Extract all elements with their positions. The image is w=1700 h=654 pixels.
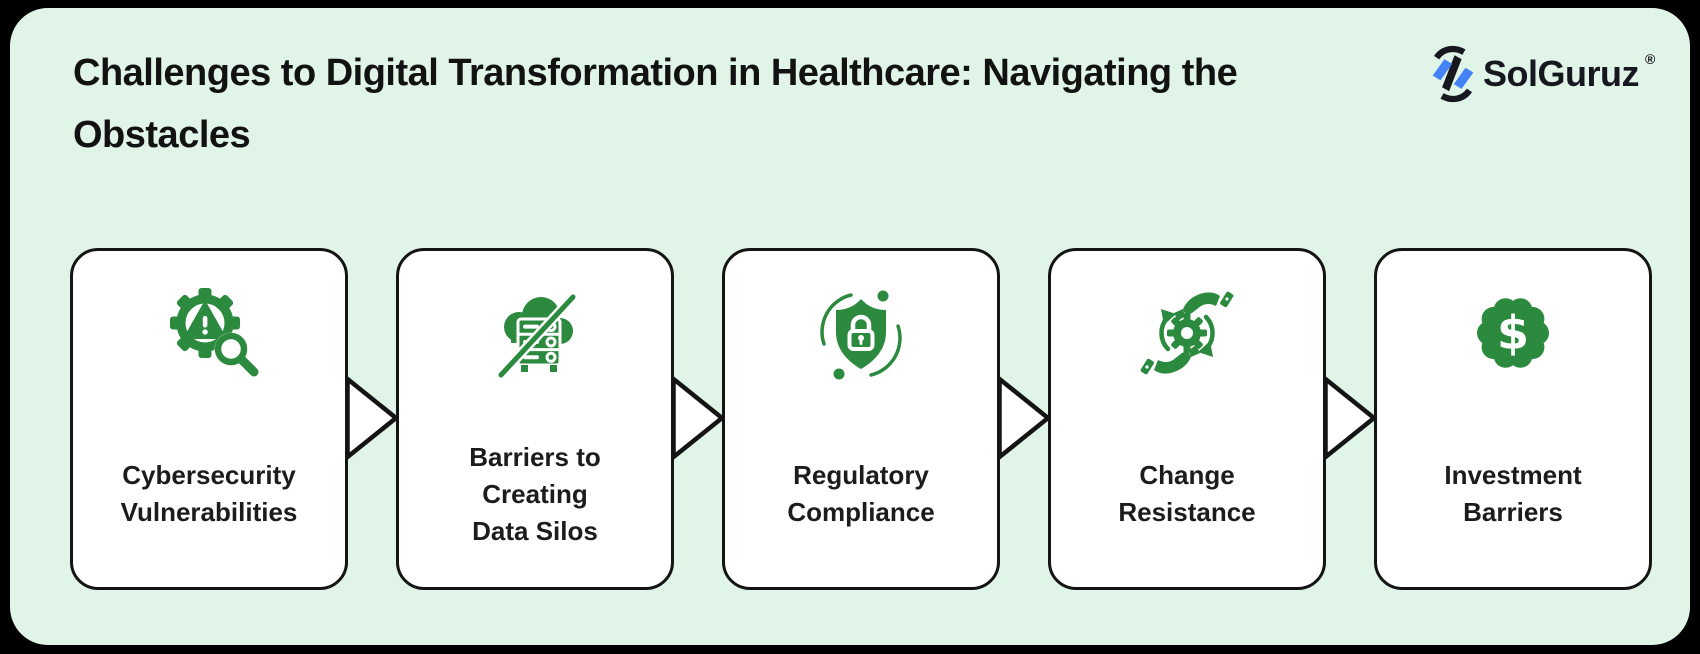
- card-barriers-to-creating-data-silos: Barriers to Creating Data Silos: [396, 248, 674, 590]
- card-label-line: Data Silos: [472, 515, 598, 546]
- card-regulatory-compliance: Regulatory Compliance: [722, 248, 1000, 590]
- card-label: Investment Barriers: [1385, 427, 1641, 561]
- card-icon-wrap: [73, 277, 345, 389]
- card-icon-wrap: [725, 277, 997, 389]
- card-cybersecurity-vulnerabilities: Cybersecurity Vulnerabilities: [70, 248, 348, 590]
- page-title: Challenges to Digital Transformation in …: [73, 42, 1373, 166]
- card-label-line: Resistance: [1118, 497, 1256, 527]
- solguruz-brand-text: SolGuruz: [1483, 53, 1640, 94]
- card-label-line: Creating: [482, 478, 588, 509]
- card-label: Change Resistance: [1059, 427, 1315, 561]
- gear-warning-magnifier-icon: [170, 288, 259, 377]
- card-label: Barriers to Creating Data Silos: [407, 427, 663, 561]
- card-label: Cybersecurity Vulnerabilities: [81, 427, 337, 561]
- card-label: Regulatory Compliance: [733, 427, 989, 561]
- card-label-line: Investment: [1444, 460, 1582, 490]
- flow-arrow: [1323, 376, 1377, 460]
- card-icon-wrap: [1051, 277, 1323, 389]
- card-label-line: Compliance: [787, 497, 935, 527]
- card-label-line: Regulatory: [793, 460, 929, 490]
- card-icon-wrap: [399, 277, 671, 389]
- flow-arrow: [671, 376, 725, 460]
- card-label-line: Vulnerabilities: [120, 497, 298, 527]
- solguruz-logo-icon: [1432, 45, 1474, 103]
- card-change-resistance: Change Resistance: [1048, 248, 1326, 590]
- flow-arrow: [997, 376, 1051, 460]
- card-investment-barriers: $ Investment Barriers: [1374, 248, 1652, 590]
- hands-gear-cycle-icon: [1140, 291, 1234, 375]
- cloud-server-slash-icon: [496, 292, 578, 380]
- page-title-line-1: Challenges to Digital Transformation in …: [73, 52, 1238, 94]
- card-icon-wrap: $: [1377, 277, 1649, 389]
- svg-text:$: $: [1497, 306, 1529, 360]
- page-title-line-2: Obstacles: [73, 114, 251, 156]
- card-label-line: Cybersecurity: [122, 460, 296, 490]
- card-label-line: Barriers: [1463, 497, 1563, 527]
- flow-arrow: [345, 376, 399, 460]
- card-label-line: Change: [1139, 460, 1235, 490]
- solguruz-logo: SolGuruz ®: [1428, 42, 1656, 106]
- shield-lock-icon: [820, 290, 902, 380]
- card-label-line: Barriers to: [469, 441, 601, 472]
- dollar-badge-icon: $: [1477, 298, 1549, 368]
- registered-mark: ®: [1645, 51, 1656, 67]
